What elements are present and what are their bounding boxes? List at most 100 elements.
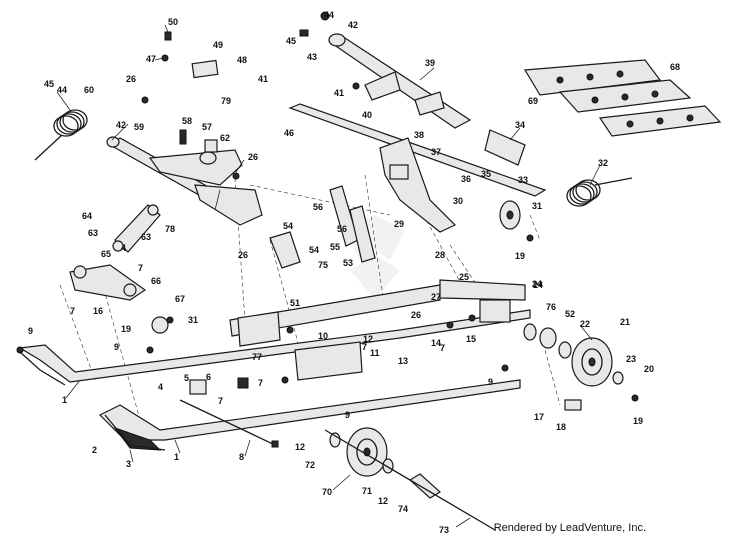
callout: 44 xyxy=(57,85,67,95)
callout: 50 xyxy=(168,17,178,27)
callout: 9 xyxy=(345,410,350,420)
callout: 43 xyxy=(307,52,317,62)
callout: 72 xyxy=(305,460,315,470)
callout: 17 xyxy=(534,412,544,422)
callout: 4 xyxy=(121,243,126,253)
callout: 16 xyxy=(93,306,103,316)
callout: 33 xyxy=(518,175,528,185)
callout: 54 xyxy=(309,245,319,255)
callout: 74 xyxy=(398,504,408,514)
callout: 56 xyxy=(313,202,323,212)
track-clips xyxy=(523,59,722,137)
callout: 56 xyxy=(337,224,347,234)
front-limiter-arm xyxy=(69,264,147,301)
callout: 11 xyxy=(370,348,380,358)
callout: 31 xyxy=(532,201,542,211)
callout: 7 xyxy=(362,342,367,352)
callout: 14 xyxy=(431,338,441,348)
callout: 7 xyxy=(138,263,143,273)
callout: 59 xyxy=(134,122,144,132)
callout: 47 xyxy=(146,54,156,64)
callout: 63 xyxy=(141,232,151,242)
callout: 54 xyxy=(283,221,293,231)
callout: 66 xyxy=(151,276,161,286)
callout: 19 xyxy=(633,416,643,426)
rail-cross-frame xyxy=(229,279,526,381)
callout: 42 xyxy=(116,120,126,130)
callout: 1 xyxy=(174,452,179,462)
callout: 24 xyxy=(533,280,543,290)
callout: 41 xyxy=(258,74,268,84)
leader-lines xyxy=(56,24,601,528)
callout: 8 xyxy=(239,452,244,462)
callout: 52 xyxy=(565,309,575,319)
callout: 34 xyxy=(515,120,525,130)
long-bolt xyxy=(179,399,279,448)
callout: 44 xyxy=(324,10,334,20)
callout: 26 xyxy=(238,250,248,260)
callout-labels: 50 44 42 45 43 47 49 48 41 79 39 45 44 6… xyxy=(28,10,680,535)
callout: 65 xyxy=(101,249,111,259)
wheel-spacers xyxy=(329,323,624,474)
callout: 27 xyxy=(431,292,441,302)
idler-wheel-upper xyxy=(499,200,521,230)
callout: 18 xyxy=(556,422,566,432)
callout: 57 xyxy=(202,122,212,132)
callout: 70 xyxy=(322,487,332,497)
front-arm-assembly xyxy=(106,136,263,226)
callout: 60 xyxy=(84,85,94,95)
callout: 77 xyxy=(252,352,262,362)
callout: 40 xyxy=(362,110,372,120)
callout: 10 xyxy=(318,331,328,341)
callout: 45 xyxy=(286,36,296,46)
rear-wheel-21 xyxy=(571,337,613,387)
callout: 39 xyxy=(425,58,435,68)
callout: 35 xyxy=(481,169,491,179)
lower-axle xyxy=(324,429,496,531)
rear-arm-bracket xyxy=(379,137,457,233)
front-link xyxy=(112,204,161,253)
callout: 3 xyxy=(126,459,131,469)
callout: 25 xyxy=(459,272,469,282)
callout: 21 xyxy=(620,317,630,327)
idler-wheel-70 xyxy=(346,427,388,477)
callout: 32 xyxy=(598,158,608,168)
callout: 12 xyxy=(295,442,305,452)
callout: 1 xyxy=(62,395,67,405)
callout: 7 xyxy=(218,396,223,406)
callout: 6 xyxy=(206,372,211,382)
callout: 37 xyxy=(431,147,441,157)
callout: 9 xyxy=(114,342,119,352)
callout: 2 xyxy=(92,445,97,455)
callout: 20 xyxy=(644,364,654,374)
callout: 45 xyxy=(44,79,54,89)
callout: 23 xyxy=(626,354,636,364)
callout: 9 xyxy=(28,326,33,336)
callout: 13 xyxy=(398,356,408,366)
callout: 68 xyxy=(670,62,680,72)
slide-rail-right xyxy=(98,379,521,451)
callout: 62 xyxy=(220,133,230,143)
callout: 46 xyxy=(284,128,294,138)
callout: 69 xyxy=(528,96,538,106)
callout: 41 xyxy=(334,88,344,98)
callout: 76 xyxy=(546,302,556,312)
callout: 31 xyxy=(188,315,198,325)
callout: 63 xyxy=(88,228,98,238)
callout: 51 xyxy=(290,298,300,308)
rear-cross-shaft xyxy=(288,103,547,197)
callout: 38 xyxy=(414,130,424,140)
callout: 15 xyxy=(466,334,476,344)
callout: 49 xyxy=(213,40,223,50)
callout: 53 xyxy=(343,258,353,268)
callout: 29 xyxy=(394,219,404,229)
callout: 19 xyxy=(515,251,525,261)
callout: 30 xyxy=(453,196,463,206)
callout: 67 xyxy=(175,294,185,304)
credit-text: Rendered by LeadVenture, Inc. xyxy=(493,522,646,534)
upper-cross-shaft xyxy=(328,33,472,129)
callout: 78 xyxy=(165,224,175,234)
callout: 22 xyxy=(580,319,590,329)
callout: 7 xyxy=(70,306,75,316)
